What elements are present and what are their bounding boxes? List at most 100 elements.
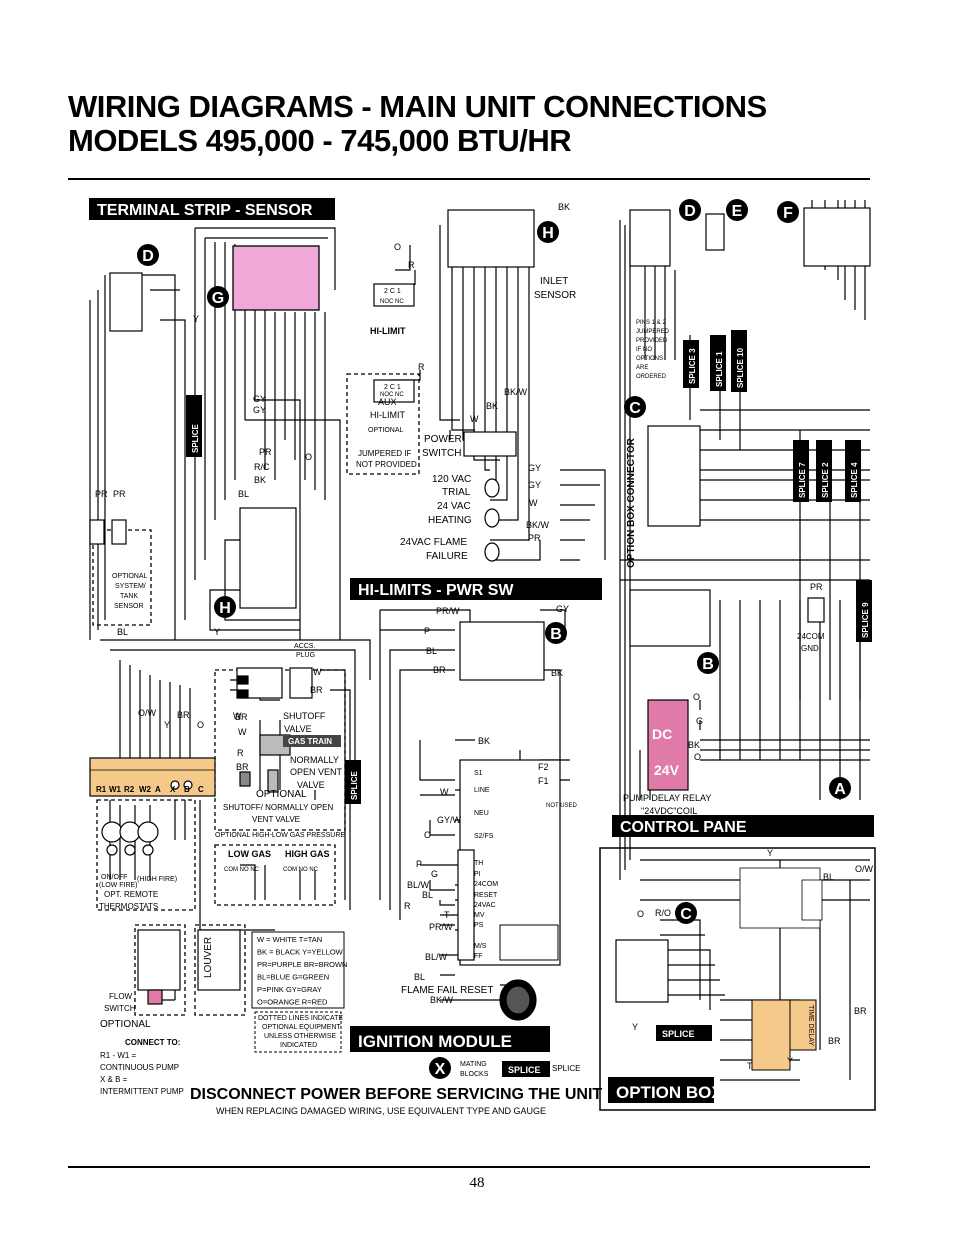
label-splice-legend: SPLICE	[552, 1064, 580, 1073]
splice-2-label: SPLICE 2	[821, 462, 830, 498]
label-pins-4: IF NO	[636, 347, 652, 353]
splice-3-bar	[683, 340, 699, 388]
ignition-terminal-label: PS	[474, 922, 484, 929]
label-aux-hi-limit: HI-LIMIT	[370, 410, 406, 420]
label-heating: HEATING	[428, 515, 472, 526]
ignition-label-box	[499, 924, 559, 961]
splice-option-bar-label: SPLICE	[662, 1029, 695, 1039]
splice-1-label: SPLICE 1	[715, 351, 724, 387]
splice-left-label: SPLICE	[191, 423, 200, 453]
wire-label: W	[470, 414, 479, 424]
wire-label: Y	[193, 314, 199, 324]
wire-label: W	[313, 667, 322, 677]
terminal-label: W2	[139, 785, 152, 794]
color-legend-row: BL=BLUE G=GREEN	[257, 973, 329, 982]
marker-1	[137, 244, 159, 266]
label-com-no-nc: COM NO NC	[283, 867, 319, 873]
label-flame-fail-reset: FLAME FAIL RESET	[401, 985, 493, 996]
ignition-terminal-label: LINE	[474, 787, 490, 794]
label-pins-6: ARE	[636, 365, 648, 371]
marker-8	[726, 199, 748, 221]
wire-label: O	[394, 242, 401, 252]
label-optional-3: OPTIONAL	[100, 1019, 151, 1030]
wire-label: R	[237, 748, 244, 758]
wire-label: W	[440, 787, 449, 797]
label-flow-switch-1: FLOW	[109, 992, 133, 1001]
label-option-box-connector: OPTION BOX CONNECTOR	[626, 437, 637, 568]
label-flame: 24VAC FLAME	[400, 537, 467, 548]
wire-label: T	[747, 1061, 753, 1071]
wire-label: GY	[556, 604, 569, 614]
wire-label: O/W	[138, 708, 157, 718]
page-title-line-2: MODELS 495,000 - 745,000 BTU/HR	[68, 123, 572, 158]
terminal-label: B	[184, 785, 190, 794]
option-box-c-header: OPTION BOX "C"	[616, 1083, 756, 1102]
wire-label: R/C	[254, 462, 270, 472]
wire-label: BL/W	[425, 952, 448, 962]
marker-13	[429, 1057, 451, 1079]
label-pump-delay-1: PUMP DELAY RELAY	[623, 793, 711, 803]
wire-label: BR	[236, 762, 249, 772]
label-pins-2: JUMPERED	[636, 329, 670, 335]
wire-label: BL	[426, 646, 437, 656]
wire-label: BK	[478, 736, 490, 746]
wire-label: BK	[688, 740, 700, 750]
ignition-terminal-label: FF	[474, 953, 483, 960]
label-thermostats: THERMOSTATS	[99, 902, 158, 911]
splice-10-bar	[731, 330, 747, 392]
marker-11-label: A	[834, 781, 846, 798]
label-low-fire: (LOW FIRE)	[99, 882, 138, 889]
wire-label: O/W	[855, 864, 874, 874]
option-box-c-header-bar	[608, 1077, 714, 1103]
connector-g	[232, 245, 320, 311]
ignition-terminal-label: S1	[474, 770, 483, 777]
ignition-terminal-label: RESET	[474, 892, 498, 899]
label-cont-pump: CONTINUOUS PUMP	[100, 1063, 179, 1072]
wire-label: Y	[214, 627, 220, 637]
label-pins-7: ORDERED	[636, 374, 667, 380]
splice-legend-bar-label: SPLICE	[508, 1065, 541, 1075]
wire-label: BL/W	[407, 880, 430, 890]
marker-1-label: D	[142, 248, 154, 265]
wire-label: PR	[259, 447, 272, 457]
wire-label: G	[431, 869, 438, 879]
color-legend-row: O=ORANGE R=RED	[257, 998, 328, 1007]
round-components	[89, 478, 537, 1021]
label-opt-system-2: SYSTEM/	[115, 583, 146, 590]
label-sensor: SENSOR	[534, 290, 576, 301]
label-dotted-3: UNLESS OTHERWISE	[264, 1033, 337, 1040]
page-title: WIRING DIAGRAMS - MAIN UNIT CONNECTIONS …	[68, 90, 888, 158]
wire-label: GY	[253, 394, 266, 404]
label-relay-noc: NOC NC	[380, 392, 404, 398]
page-number: 48	[469, 1175, 485, 1191]
label-v24-relay: 24V	[654, 762, 680, 778]
wire-label: R	[404, 901, 411, 911]
label-pins-1: PINS 1 & 2	[636, 320, 666, 326]
ignition-terminal-label: TH	[474, 860, 483, 867]
label-when-replacing: WHEN REPLACING DAMAGED WIRING, USE EQUIV…	[216, 1106, 546, 1116]
label-time-delay: TIME DELAY	[807, 1005, 814, 1046]
label-flow-switch-2: SWITCH	[104, 1004, 136, 1013]
splice-9-label: SPLICE 9	[861, 602, 870, 638]
label-accs-plug-2: PLUG	[296, 652, 315, 659]
label-relay-2c1: 2 C 1	[384, 384, 401, 391]
wire-label: O	[424, 830, 431, 840]
top-rule	[68, 178, 870, 180]
marker-13-label: X	[435, 1061, 446, 1078]
wire-label: BL	[117, 627, 128, 637]
color-legend-row: P=PINK GY=GRAY	[257, 985, 322, 994]
terminal-strip-header-bar	[89, 198, 335, 220]
label-dotted-1: DOTTED LINES INDICATE	[258, 1015, 343, 1022]
page-title-line-1: WIRING DIAGRAMS - MAIN UNIT CONNECTIONS	[68, 89, 767, 124]
wire-label: BR	[433, 665, 446, 675]
wire-label: BR	[310, 685, 323, 695]
label-v24: 24 VAC	[437, 501, 471, 512]
label-normally-open-2: OPEN VENT	[290, 767, 343, 777]
wire-label: PR	[810, 582, 823, 592]
wire-label: BK	[558, 202, 570, 212]
splice-3-label: SPLICE 3	[688, 348, 697, 384]
wire-label: BK	[486, 401, 498, 411]
label-mating-2: BLOCKS	[460, 1071, 489, 1078]
splice-7-label: SPLICE 7	[798, 462, 807, 498]
